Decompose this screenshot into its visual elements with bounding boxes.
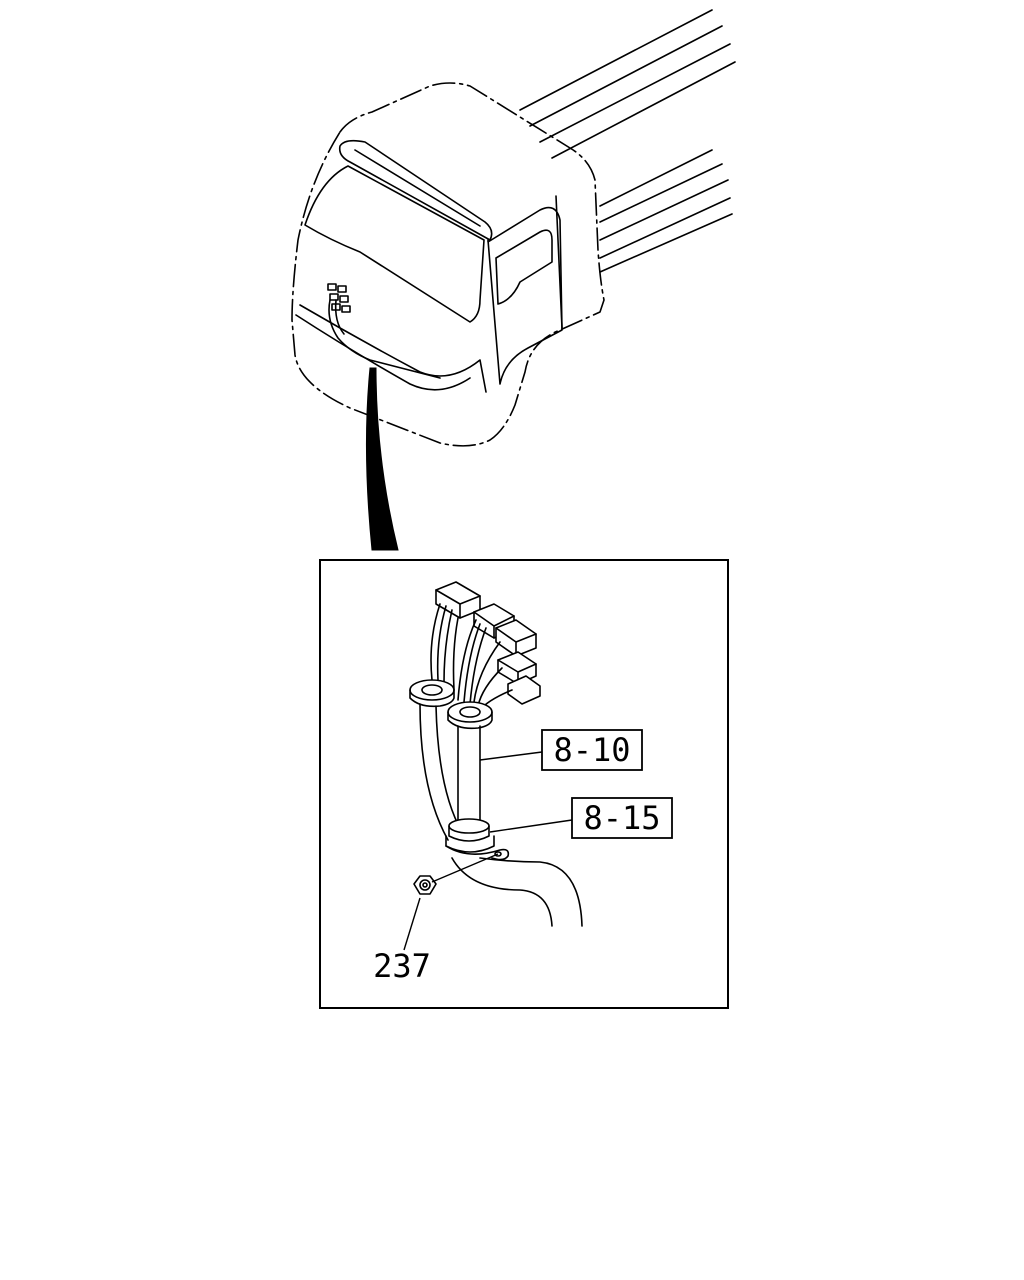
cab-side-window <box>495 229 553 305</box>
detail-frame <box>319 559 729 1009</box>
cab-front-line <box>299 304 487 393</box>
harness-lower-run <box>451 857 553 927</box>
harness-connectors <box>435 581 541 705</box>
chassis-frame-rails <box>519 9 736 273</box>
callout-8-10: 8-10 <box>541 729 643 771</box>
cab-outline <box>291 82 605 447</box>
harness-grommets <box>409 679 493 730</box>
harness-clamp <box>445 818 510 861</box>
nut-237 <box>413 875 437 895</box>
callout-box-8-15 <box>571 797 673 839</box>
callout-8-15: 8-15 <box>571 797 673 839</box>
callout-leaders <box>403 751 573 951</box>
cab-roof <box>338 139 493 241</box>
callout-label-8-15: 8-15 <box>583 799 660 837</box>
cab-door <box>487 206 563 385</box>
callout-label-237: 237 <box>373 947 431 985</box>
harness-detail-illustration <box>409 581 583 927</box>
cab-connector-cluster <box>327 283 441 379</box>
callout-box-8-10 <box>541 729 643 771</box>
detail-leader-arrow <box>365 367 399 551</box>
truck-cab-illustration <box>291 9 736 447</box>
cab-windshield <box>304 165 485 323</box>
callout-label-8-10: 8-10 <box>553 731 630 769</box>
